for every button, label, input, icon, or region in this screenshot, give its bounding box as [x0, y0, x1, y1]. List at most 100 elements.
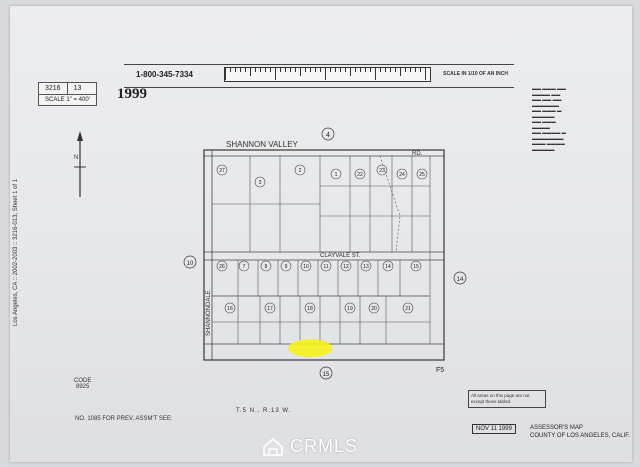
ruler-tick	[355, 68, 356, 72]
ruler-tick	[365, 68, 366, 72]
svg-text:4: 4	[326, 132, 330, 139]
header-bar: 1-800-345-7334 SCALE IN 1/10 OF AN INCH	[124, 64, 514, 88]
parcel-circle	[354, 168, 366, 180]
scale-ruler	[224, 67, 431, 82]
ruler-tick	[230, 68, 231, 72]
parcel-circle	[224, 302, 236, 314]
parcel-number: 27	[219, 168, 225, 174]
parcel-circle	[254, 176, 266, 188]
ruler-tick	[410, 68, 411, 72]
ruler-tick	[300, 68, 301, 76]
ruler-tick	[305, 68, 306, 72]
ruler-tick	[225, 68, 226, 80]
parcel-number: 24	[399, 172, 405, 178]
ruler-tick	[320, 68, 321, 72]
parcel-number: 21	[405, 306, 411, 312]
watermark: CRMLS	[290, 436, 359, 456]
map-page: 13	[73, 85, 82, 92]
date-stamp: NOV 11 1999	[472, 424, 516, 434]
ruler-tick	[345, 68, 346, 72]
ruler-tick	[375, 68, 376, 80]
parcel-circle	[340, 260, 352, 272]
parcel-circle	[416, 168, 428, 180]
parcel-circle	[320, 260, 332, 272]
parcel-number: 23	[379, 168, 385, 174]
ruler-tick	[265, 68, 266, 72]
code-value: 8925	[75, 384, 90, 390]
legend-note: All areas on this page are not except th…	[468, 390, 546, 408]
parcel-number: 22	[357, 172, 363, 178]
parcel-circle	[410, 260, 422, 272]
township-range: T.5 N., R.13 W.	[236, 408, 292, 414]
ruler-tick	[390, 68, 391, 72]
assessor-line-1: ASSESSOR'S MAP	[530, 425, 583, 431]
map-ref-west: 10	[183, 255, 197, 269]
parcel-circle	[396, 168, 408, 180]
highlighted-parcel	[288, 339, 332, 357]
ruler-tick	[395, 68, 396, 72]
map-ref-north: 4	[321, 127, 335, 141]
parcel-number: 17	[267, 306, 273, 312]
code-label: CODE	[74, 378, 92, 384]
road-label-clayvale: CLAYVALE ST.	[320, 253, 361, 259]
parcel-circle	[260, 260, 272, 272]
svg-text:14: 14	[457, 277, 464, 283]
ruler-tick	[245, 68, 246, 72]
parcel-number: 2	[299, 168, 302, 174]
parcel-circle	[382, 260, 394, 272]
north-arrow-icon: N	[74, 131, 86, 197]
parcel-number: 26	[219, 264, 225, 270]
parcel-number: 8	[265, 264, 268, 270]
ruler-tick	[335, 68, 336, 72]
parcel-number: 10	[303, 264, 309, 270]
parcel-number: 9	[285, 264, 288, 270]
parcel-number: 3	[259, 180, 262, 186]
ruler-tick	[415, 68, 416, 72]
ruler-tick	[270, 68, 271, 72]
map-id-box: 3216 13 SCALE 1" = 400'	[38, 82, 97, 106]
ruler-tick	[290, 68, 291, 72]
parcel-number: 7	[243, 264, 246, 270]
previous-assessment-note: NO. 1085 FOR PREV. ASSM'T SEE:	[75, 416, 173, 422]
parcel-number: 12	[343, 264, 349, 270]
parcel-map: SHANNON VALLEY RD. CLAYVALE ST. SHANNOND…	[183, 127, 467, 380]
parcel-number: 1	[335, 172, 338, 178]
parcel-circle	[300, 260, 312, 272]
parcel-circle	[330, 168, 342, 180]
assessor-title: ASSESSOR'S MAP COUNTY OF LOS ANGELES, CA…	[530, 424, 630, 440]
map-sheet: Los Angeles, CA :: 2002-2003 :: 3216-013…	[10, 6, 632, 462]
parcel-circle	[344, 302, 356, 314]
sheet-reference: Los Angeles, CA :: 2002-2003 :: 3216-013…	[13, 178, 19, 326]
ruler-tick	[360, 68, 361, 72]
road-label-shannon-valley: SHANNON VALLEY	[226, 140, 299, 149]
map-book: 3216	[39, 83, 68, 94]
ruler-tick	[425, 68, 426, 80]
parcel-circle	[264, 302, 276, 314]
parcel-number: 19	[347, 306, 353, 312]
parcel-number: 16	[227, 306, 233, 312]
map-year: 1999	[117, 86, 147, 102]
parcel-number: 13	[363, 264, 369, 270]
scale-caption: SCALE IN 1/10 OF AN INCH	[443, 71, 508, 77]
ruler-tick	[315, 68, 316, 72]
svg-text:N: N	[74, 155, 78, 161]
parcel-circle	[360, 260, 372, 272]
phone-number: 1-800-345-7334	[136, 70, 193, 79]
svg-text:15: 15	[323, 372, 330, 378]
tract-boundary	[203, 149, 445, 361]
tax-rate-code: CODE 8925	[74, 378, 91, 390]
road-label-rd: RD.	[412, 151, 423, 157]
ruler-tick	[250, 68, 251, 76]
parcel-number: 25	[419, 172, 425, 178]
ruler-tick	[275, 68, 276, 80]
ruler-tick	[420, 68, 421, 72]
map-ref-south: 15	[319, 366, 333, 380]
corner-label: F5	[436, 367, 444, 374]
parcel-circle	[280, 260, 292, 272]
ruler-tick	[235, 68, 236, 72]
parcel-circle	[216, 260, 228, 272]
parcel-circle	[304, 302, 316, 314]
parcel-number: 20	[371, 306, 377, 312]
ruler-tick	[325, 68, 326, 80]
